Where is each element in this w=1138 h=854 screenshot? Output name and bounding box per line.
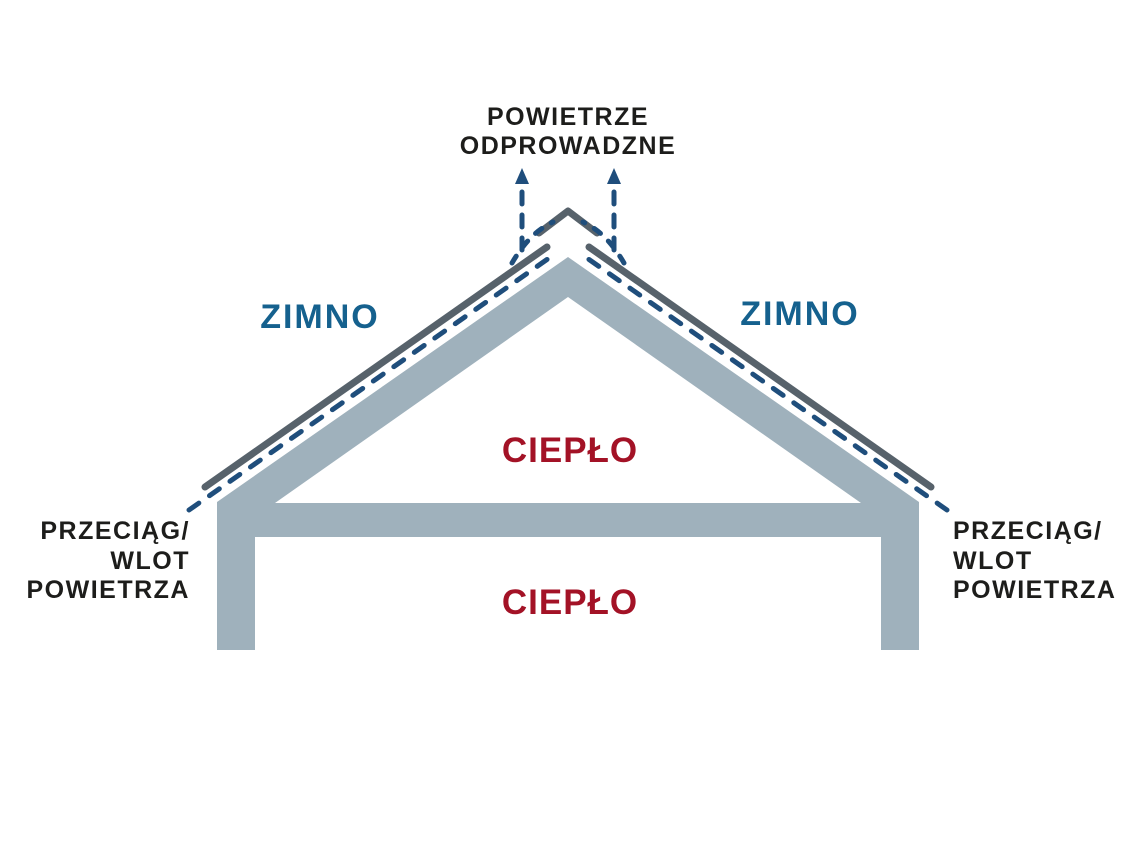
up-arrow-icon-left	[515, 168, 529, 184]
roof-covering-left	[201, 243, 551, 491]
airflow-dashed-right-slope	[581, 253, 950, 513]
exhaust-air-label-line1: POWIETRZE	[486, 103, 650, 131]
exhaust-air-label: POWIETRZE ODPROWADZNE	[318, 103, 818, 161]
intake-label-right-line2: WLOT	[953, 546, 1033, 575]
airflow-dashed-left-apex-curve	[509, 219, 556, 266]
up-arrow-icon-right	[607, 168, 621, 184]
intake-label-right-line1: PRZECIĄG/	[953, 517, 1103, 545]
airflow-dashed-right-apex-curve	[580, 219, 627, 266]
cold-label-right: ZIMNO	[740, 295, 860, 333]
exhaust-air-label-line2: ODPROWADZNE	[459, 132, 677, 160]
warm-label-attic: CIEPŁO	[501, 431, 639, 470]
intake-label-right: PRZECIĄG/ WLOT POWIETRZA	[953, 517, 1138, 606]
airflow-dashed-left-slope	[186, 253, 555, 513]
warm-label-room: CIEPŁO	[501, 583, 639, 622]
intake-label-left: PRZECIĄG/ WLOT POWIETRZA	[0, 517, 190, 606]
ridge-cap	[535, 207, 601, 237]
intake-label-left-line2: WLOT	[110, 546, 190, 575]
intake-label-left-line1: PRZECIĄG/	[40, 517, 190, 545]
roof-covering-right	[585, 243, 935, 491]
cold-label-left: ZIMNO	[260, 298, 380, 336]
intake-label-left-line3: POWIETRZA	[26, 576, 190, 604]
intake-label-right-line3: POWIETRZA	[953, 576, 1117, 604]
